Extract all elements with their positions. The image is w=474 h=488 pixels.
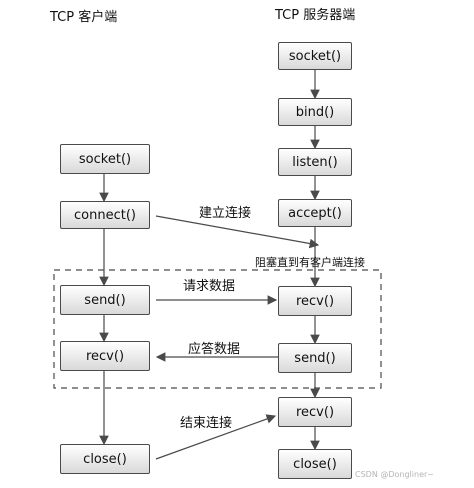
response-data-label: 应答数据 [188, 342, 241, 357]
end-connection-label: 结束连接 [180, 416, 233, 431]
client-send-box: send() [60, 285, 150, 315]
server-send-box: send() [278, 343, 352, 373]
client-socket-box: socket() [60, 144, 150, 174]
block-until-connect-label: 阻塞直到有客户端连接 [255, 256, 365, 269]
client-header: TCP 客户端 [50, 10, 118, 25]
send-recv-exchange-group [53, 269, 382, 389]
server-accept-box: accept() [278, 199, 352, 227]
csdn-watermark: CSDN @Dongliner~ [355, 470, 434, 479]
server-close-box: close() [278, 449, 352, 479]
client-connect-box: connect() [60, 201, 150, 229]
server-socket-box: socket() [278, 42, 352, 70]
client-close-box: close() [60, 444, 150, 474]
client-recv-box: recv() [60, 341, 150, 371]
server-recv-request-box: recv() [278, 286, 352, 316]
server-bind-box: bind() [278, 98, 352, 126]
close-to-recv-arrow [155, 414, 277, 460]
connect-to-accept-arrow [155, 215, 320, 249]
server-listen-box: listen() [278, 148, 352, 176]
server-header: TCP 服务器端 [275, 8, 356, 23]
request-data-label: 请求数据 [183, 279, 236, 294]
server-recv-close-box: recv() [278, 397, 352, 427]
establish-connection-label: 建立连接 [199, 206, 252, 221]
